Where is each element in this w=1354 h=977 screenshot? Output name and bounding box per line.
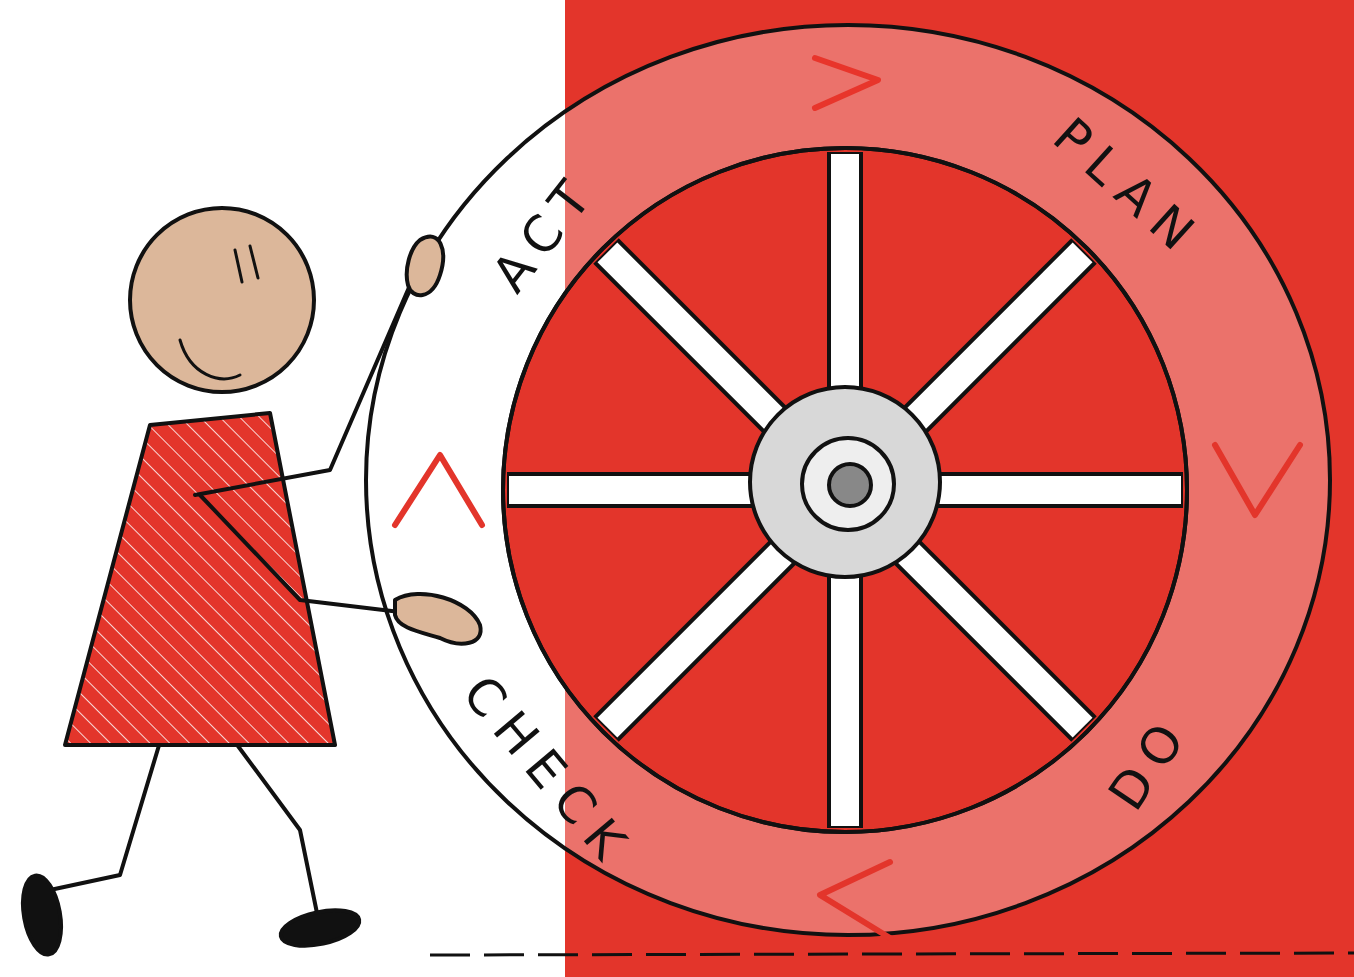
wheel-hub <box>750 387 940 577</box>
axle <box>829 464 871 506</box>
wheel-spokes <box>507 152 1183 828</box>
stick-figure <box>17 208 480 958</box>
direction-chevrons <box>395 58 1300 938</box>
wheel-disk <box>503 148 1187 832</box>
wheel-tyre <box>366 25 1330 935</box>
hub-ring <box>802 438 894 530</box>
ground-line <box>430 953 1354 955</box>
